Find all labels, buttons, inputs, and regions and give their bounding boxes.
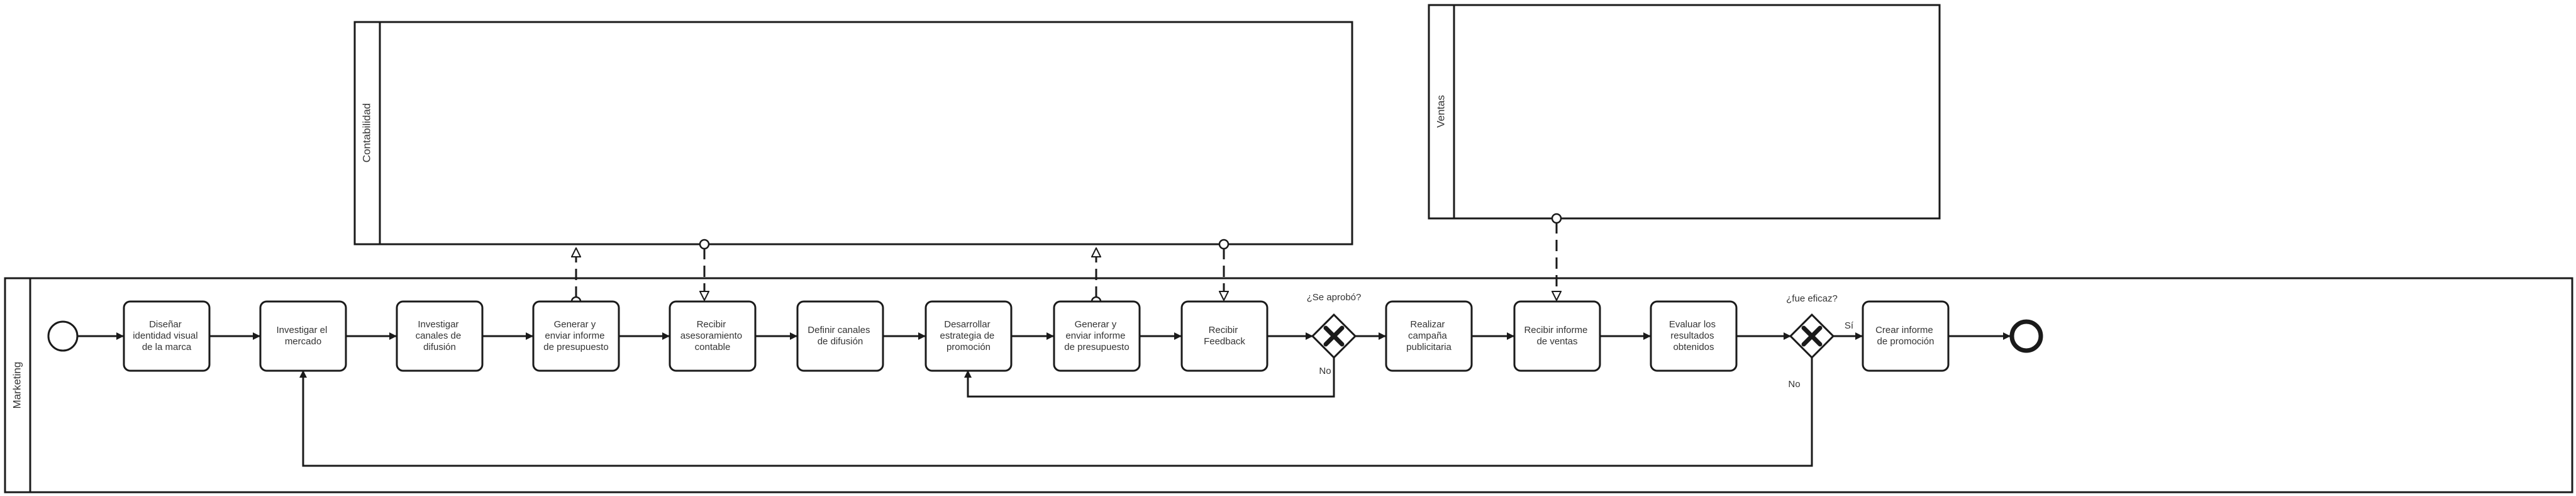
svg-text:Diseñar identidad visual: Diseñar identidad visual de la marca [133, 319, 201, 352]
start-event [47, 320, 79, 352]
pool-contabilidad-label: Contabilidad [360, 103, 372, 163]
task-realizar-campana: Realizar campaña publicitaria [1385, 300, 1473, 372]
gateway-fue-eficaz-no-label: No [1788, 379, 1800, 390]
task-definir-canales: Definir canales de difusión [796, 300, 884, 372]
gateway-se-aprobo [1311, 313, 1357, 359]
task-investigar-mercado: Investigar el mercado [259, 300, 347, 372]
gateway-fue-eficaz-question: ¿fue eficaz? [1786, 293, 1838, 304]
task-recibir-informe-ventas: Recibir informe de ventas [1513, 300, 1601, 372]
task-disenar-identidad: Diseñar identidad visual de la marca [123, 300, 211, 372]
svg-text:Investigar canales de: Investigar canales de difusión [416, 319, 464, 352]
task-generar-informe-1: Generar y enviar informe de presupuesto [532, 300, 620, 372]
svg-text:Investigar el mercado: Investigar el mercado [276, 325, 330, 347]
svg-text:Evaluar los resultados: Evaluar los resultados obtenidos [1669, 319, 1718, 352]
sequence-flows [78, 332, 2011, 467]
svg-text:Desarrollar estrategia d: Desarrollar estrategia de promoción [940, 319, 997, 352]
task-recibir-asesoramiento: Recibir asesoramiento contable [669, 300, 757, 372]
task-recibir-feedback: Recibir Feedback [1180, 300, 1269, 372]
svg-text:Realizar campaña p: Realizar campaña publicitaria [1406, 319, 1452, 352]
task-evaluar-resultados: Evaluar los resultados obtenidos [1650, 300, 1738, 372]
flow-g2-no-loop [299, 358, 1813, 467]
pool-ventas: Ventas [1428, 4, 1941, 220]
gateway-fue-eficaz [1789, 313, 1835, 359]
pool-marketing: Marketing [4, 277, 2573, 493]
task-desarrollar-estrategia: Desarrollar estrategia de promoción [924, 300, 1013, 372]
pool-marketing-label: Marketing [11, 362, 23, 409]
svg-text:Generar y enviar informe: Generar y enviar informe de presupuesto [1064, 319, 1129, 352]
svg-text:Definir canales de difus: Definir canales de difusión [808, 325, 872, 347]
svg-text:Recibir Feedback: Recibir Feedback [1204, 325, 1245, 347]
svg-text:Recibir asesoramiento: Recibir asesoramiento contable [680, 319, 745, 352]
flow-g1-no-loop [964, 358, 1335, 398]
task-investigar-canales: Investigar canales de difusión [396, 300, 484, 372]
pool-ventas-label: Ventas [1435, 95, 1446, 128]
task-crear-informe-promocion: Crear informe de promoción [1862, 300, 1950, 372]
gateway-se-aprobo-question: ¿Se aprobó? [1307, 292, 1362, 303]
svg-text:Generar y enviar informe: Generar y enviar informe de presupuesto [543, 319, 608, 352]
gateway-fue-eficaz-yes-label: Sí [1845, 320, 1854, 331]
svg-text:Crear informe de promoci: Crear informe de promoción [1875, 325, 1936, 347]
end-event [2009, 319, 2043, 353]
task-generar-informe-2: Generar y enviar informe de presupuesto [1053, 300, 1141, 372]
gateway-se-aprobo-no-label: No [1319, 366, 1331, 376]
pool-contabilidad: Contabilidad [353, 21, 1353, 245]
svg-text:Recibir informe de venta: Recibir informe de ventas [1524, 325, 1590, 347]
